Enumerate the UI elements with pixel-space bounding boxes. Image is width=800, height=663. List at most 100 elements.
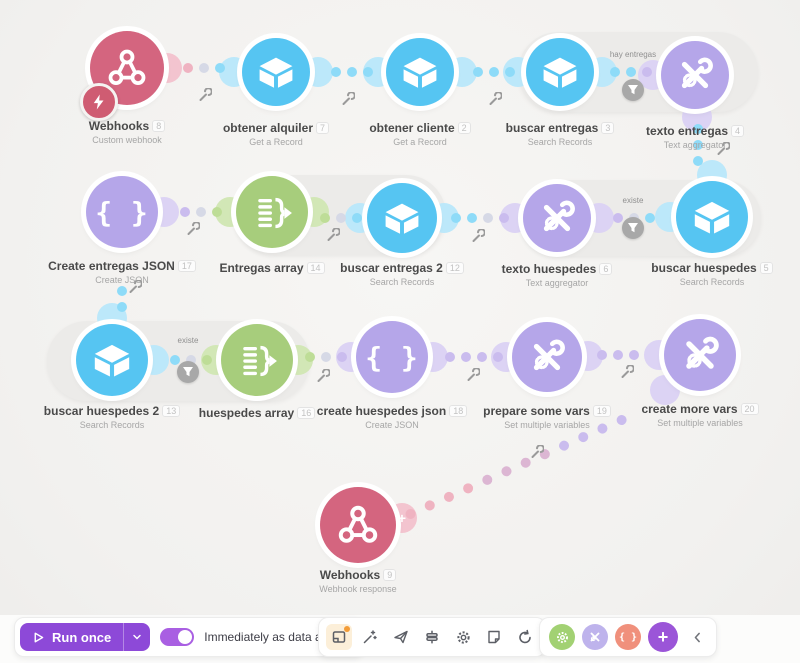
- run-controls-card: Run once Immediately as data arrives: [14, 617, 364, 657]
- toggle-knob: [178, 630, 193, 644]
- webhook-icon: [108, 49, 146, 86]
- chevron-down-icon: [133, 634, 141, 640]
- connection-dots: [320, 213, 362, 223]
- tools-icon: [681, 57, 713, 89]
- array-aggregator-icon: [243, 345, 277, 377]
- module-huespedes-array[interactable]: [221, 324, 293, 396]
- wrench-icon: [129, 280, 142, 293]
- wrench-icon: [342, 92, 355, 105]
- bottom-toolbar: Run once Immediately as data arrives: [0, 615, 800, 663]
- module-buscar-huespedes[interactable]: [676, 181, 748, 253]
- connection-dots: [473, 67, 515, 77]
- connection-dots: [305, 352, 347, 362]
- module-webhook-response[interactable]: [320, 487, 396, 563]
- immediately-toggle[interactable]: [160, 628, 195, 646]
- notes-button[interactable]: [481, 624, 507, 650]
- wrench-icon: [199, 88, 212, 101]
- connection-dots: [451, 213, 509, 223]
- undo-button[interactable]: [512, 624, 538, 650]
- wrench-icon: [717, 142, 730, 155]
- settings-button[interactable]: [450, 624, 476, 650]
- module-buscar-entregas[interactable]: [526, 38, 594, 106]
- tools-icon: [543, 200, 575, 232]
- wrench-icon: [531, 445, 544, 458]
- notification-dot: [344, 626, 350, 632]
- flow-control-button[interactable]: [549, 624, 575, 650]
- play-icon: [34, 632, 44, 642]
- connection-dots: [693, 124, 703, 166]
- wrench-icon: [327, 228, 340, 241]
- modules-board-button[interactable]: [326, 624, 352, 650]
- instant-trigger-badge: [80, 83, 118, 121]
- filter-label: existe: [622, 196, 644, 205]
- wrench-icon: [467, 368, 480, 381]
- module-prepare-some-vars[interactable]: [512, 322, 582, 392]
- paper-plane-icon: [394, 630, 408, 644]
- braces-icon: { }: [365, 340, 419, 374]
- connection-dots: [180, 207, 222, 217]
- funnel-icon[interactable]: [622, 217, 644, 239]
- module-create-entregas-json[interactable]: { }: [86, 176, 158, 248]
- io-bars-button[interactable]: [419, 624, 445, 650]
- webhook-icon: [338, 505, 378, 543]
- filter-existe-2[interactable]: existe: [138, 336, 238, 383]
- filter-hay-entregas[interactable]: hay entregas: [583, 50, 683, 101]
- connection-dots: [597, 350, 639, 360]
- run-options-chevron[interactable]: [123, 623, 150, 651]
- note-icon: [488, 630, 500, 644]
- module-webhooks-custom[interactable]: [90, 31, 164, 105]
- airtable-cube-icon: [259, 57, 293, 88]
- connection-dots: [170, 355, 212, 365]
- run-once-label: Run once: [52, 629, 112, 645]
- ai-wand-button[interactable]: [357, 624, 383, 650]
- plus-icon: +: [657, 626, 669, 647]
- airtable-cube-icon: [403, 57, 437, 88]
- undo-icon: [519, 629, 531, 644]
- connection-dots: [445, 352, 503, 362]
- module-obtener-cliente[interactable]: [386, 38, 454, 106]
- gear-icon: [556, 631, 568, 643]
- module-buscar-huespedes-2[interactable]: [76, 324, 148, 396]
- module-texto-entregas[interactable]: [661, 41, 729, 109]
- module-buscar-entregas-2[interactable]: [367, 183, 437, 253]
- json-button[interactable]: { }: [615, 624, 641, 650]
- lightning-icon: [93, 94, 104, 110]
- funnel-icon[interactable]: [177, 361, 199, 383]
- module-create-more-vars[interactable]: [664, 319, 736, 391]
- paper-plane-button[interactable]: [388, 624, 414, 650]
- tools-button[interactable]: [582, 624, 608, 650]
- add-module-button[interactable]: +: [648, 622, 678, 652]
- gear-icon: [456, 630, 470, 644]
- wrench-icon: [621, 365, 634, 378]
- wrench-icon: [187, 222, 200, 235]
- module-texto-huespedes[interactable]: [523, 184, 591, 252]
- run-once-button[interactable]: Run once: [20, 623, 151, 651]
- tools-icon: [533, 339, 565, 371]
- filter-existe-1[interactable]: existe: [583, 196, 683, 239]
- airtable-cube-icon: [694, 201, 730, 234]
- editor-tools-card: [318, 617, 546, 657]
- module-entregas-array[interactable]: [236, 176, 308, 248]
- collapse-toolbar-button[interactable]: [687, 624, 707, 650]
- modules-board-icon: [332, 631, 346, 643]
- module-create-huespedes-json[interactable]: { }: [356, 321, 428, 393]
- connection-dots: [183, 63, 225, 73]
- wrench-icon: [489, 92, 502, 105]
- airtable-cube-icon: [385, 203, 419, 234]
- tools-icon: [686, 336, 719, 369]
- airtable-cube-icon: [543, 57, 577, 88]
- tools-icon: [590, 632, 600, 642]
- module-obtener-alquiler[interactable]: [242, 38, 310, 106]
- funnel-icon[interactable]: [622, 79, 644, 101]
